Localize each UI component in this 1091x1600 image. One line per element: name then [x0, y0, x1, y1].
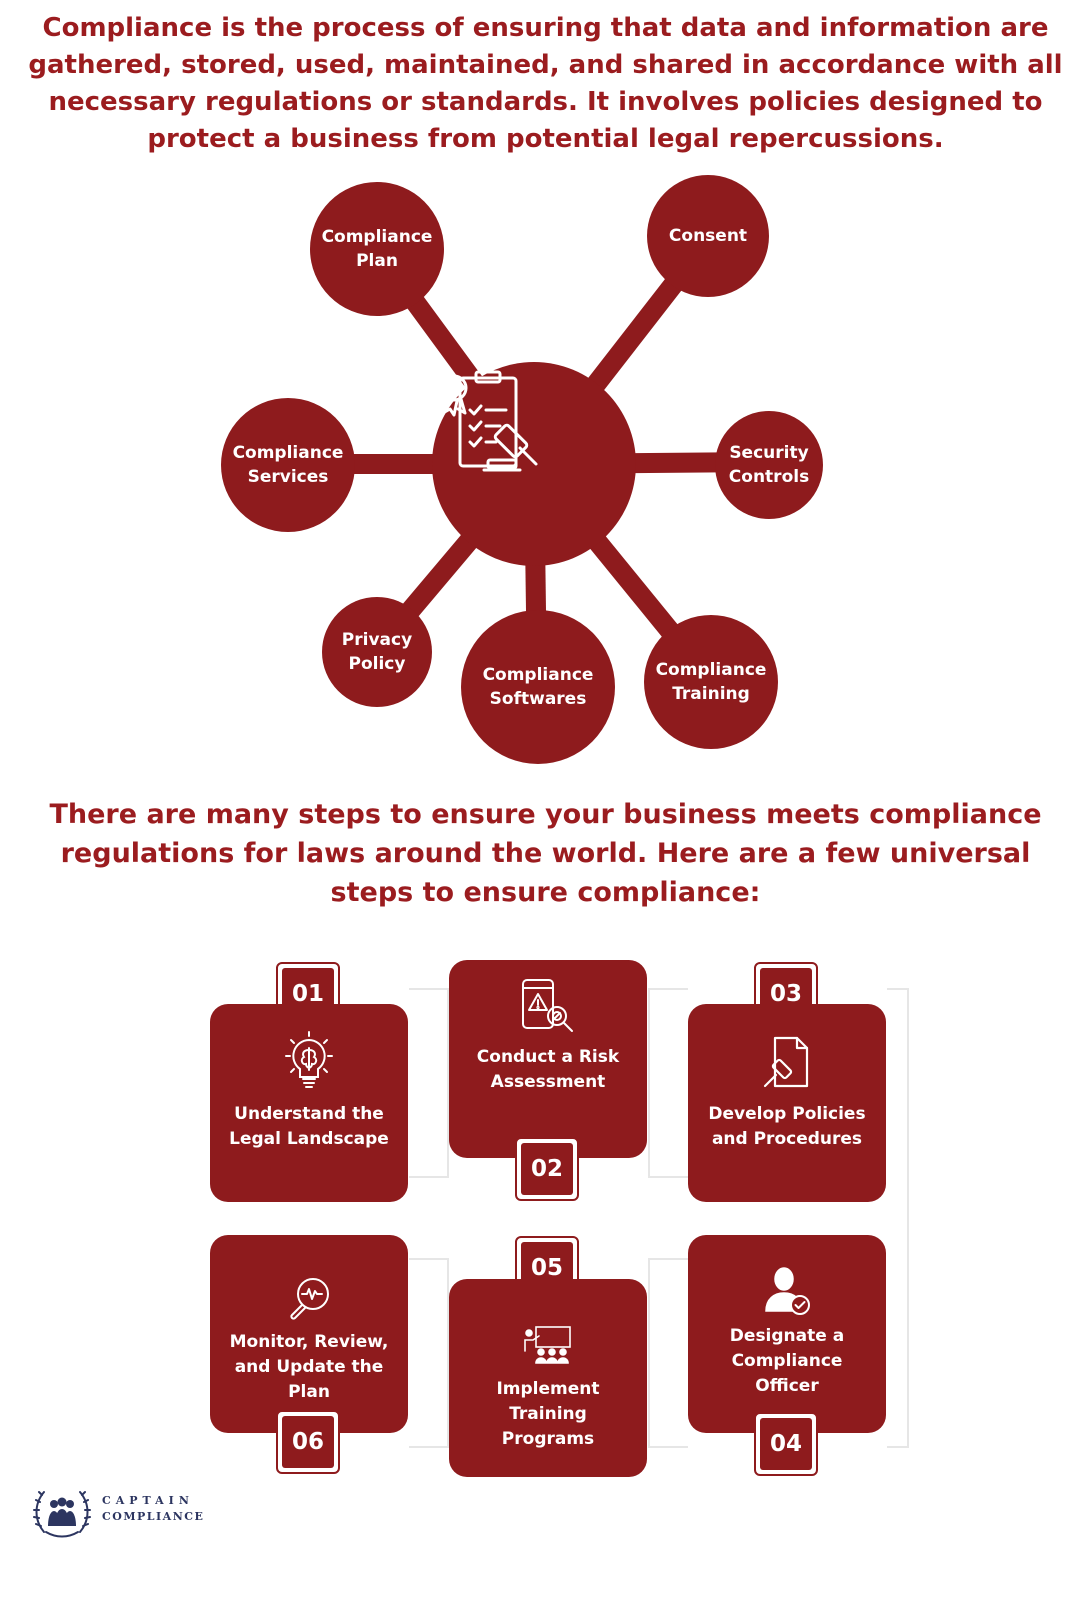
step-card-implement-training: Implement Training Programs: [449, 1279, 647, 1477]
laurel-crest-icon: [33, 1491, 91, 1538]
logo-text-line1: CAPTAIN: [102, 1494, 194, 1507]
node-label: Compliance Softwares: [482, 665, 594, 709]
center-node: [432, 362, 636, 566]
node-privacy-policy: Privacy Policy: [322, 597, 432, 707]
lightbulb-brain-icon: [285, 1031, 333, 1088]
node-label: Compliance Training: [655, 660, 767, 704]
step-title: Conduct a Risk Assessment: [476, 1047, 620, 1092]
mobile-warning-search-icon: [522, 979, 573, 1032]
step-number: 01: [291, 981, 324, 1007]
step-card-monitor-review-update: Monitor, Review, and Update the Plan: [210, 1235, 408, 1433]
magnifier-pulse-icon: [290, 1278, 329, 1320]
officer-checkmark-icon: [765, 1267, 810, 1315]
node-compliance-services: Compliance Services: [221, 398, 355, 532]
step-title: Designate a Compliance Officer: [729, 1326, 845, 1396]
intro-text: Compliance is the process of ensuring th…: [28, 13, 1063, 154]
step-title: Implement Training Programs: [496, 1379, 600, 1449]
step-number: 04: [769, 1431, 802, 1457]
steps-connector-bottom-right: [648, 1258, 688, 1448]
node-compliance-training: Compliance Training: [644, 615, 778, 749]
step-number: 02: [530, 1156, 563, 1182]
node-security-controls: Security Controls: [715, 411, 823, 519]
document-gavel-icon: [763, 1036, 809, 1088]
step-card-designate-officer: Designate a Compliance Officer: [688, 1235, 886, 1433]
step-card-understand-legal-landscape: Understand the Legal Landscape: [210, 1004, 408, 1202]
node-compliance-softwares: Compliance Softwares: [461, 610, 615, 764]
steps-connector-right-side: [887, 988, 909, 1448]
step-number-tab: 06: [276, 1410, 340, 1474]
node-label: Compliance Services: [232, 443, 344, 487]
steps-connector-top-left: [409, 988, 449, 1178]
step-card-conduct-risk-assessment: Conduct a Risk Assessment: [449, 960, 647, 1158]
node-label: Consent: [668, 226, 748, 246]
step-title: Monitor, Review, and Update the Plan: [229, 1332, 389, 1402]
compliance-checklist-gavel-icon: [440, 370, 538, 472]
step-title: Understand the Legal Landscape: [229, 1104, 389, 1149]
step-number: 06: [291, 1429, 324, 1455]
compliance-hub-diagram: Compliance Plan Consent Compliance Servi…: [221, 175, 823, 764]
step-card-develop-policies: Develop Policies and Procedures: [688, 1004, 886, 1202]
captain-compliance-logo: CAPTAIN COMPLIANCE: [30, 1482, 230, 1542]
steps-connector-top-right: [648, 988, 688, 1178]
steps-intro-text: There are many steps to ensure your busi…: [49, 799, 1042, 908]
step-number: 05: [530, 1255, 563, 1281]
node-consent: Consent: [647, 175, 769, 297]
step-number-tab: 02: [515, 1137, 579, 1201]
logo-text-line2: COMPLIANCE: [102, 1510, 205, 1523]
node-label: Security Controls: [728, 443, 810, 487]
step-number: 03: [769, 981, 802, 1007]
step-number-tab: 04: [754, 1412, 818, 1476]
presentation-audience-icon: [524, 1326, 571, 1364]
node-label: Privacy Policy: [341, 630, 413, 674]
node-label: Compliance Plan: [321, 227, 433, 271]
steps-connector-bottom-left: [409, 1258, 449, 1448]
step-title: Develop Policies and Procedures: [708, 1104, 866, 1149]
node-compliance-plan: Compliance Plan: [310, 182, 444, 316]
